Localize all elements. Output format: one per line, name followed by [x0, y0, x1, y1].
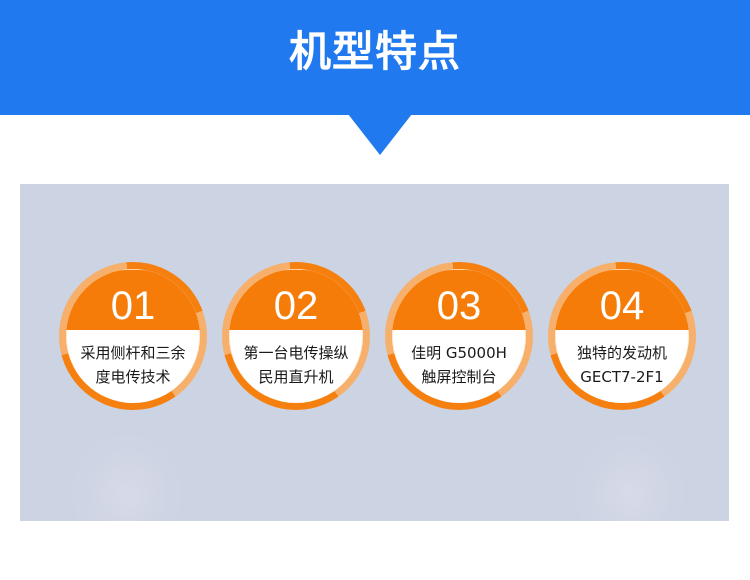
- feature-description-line: 采用侧杆和三余: [80, 344, 186, 362]
- feature-description-line: GECT7-2F1: [580, 368, 664, 386]
- badge-disc: 04 独特的发动机 GECT7-2F1: [555, 269, 689, 403]
- feature-description: 采用侧杆和三余 度电传技术: [66, 341, 200, 389]
- feature-number: 01: [110, 284, 156, 328]
- feature-description: 独特的发动机 GECT7-2F1: [555, 341, 689, 389]
- feature-description-line: 独特的发动机: [576, 344, 667, 362]
- feature-number: 04: [599, 284, 645, 328]
- header-pointer-arrow: [348, 114, 412, 155]
- feature-number: 03: [436, 284, 482, 328]
- feature-badge-4: 04 独特的发动机 GECT7-2F1: [548, 262, 696, 410]
- badge-disc: 03 佳明 G5000H 触屏控制台: [392, 269, 526, 403]
- feature-badge-3: 03 佳明 G5000H 触屏控制台: [385, 262, 533, 410]
- feature-description-line: 佳明 G5000H: [411, 344, 507, 362]
- panel-glow-decoration: [72, 434, 182, 521]
- badge-disc: 02 第一台电传操纵 民用直升机: [229, 269, 363, 403]
- feature-description-line: 第一台电传操纵: [243, 344, 349, 362]
- feature-number: 02: [273, 284, 319, 328]
- badge-disc: 01 采用侧杆和三余 度电传技术: [66, 269, 200, 403]
- feature-description: 第一台电传操纵 民用直升机: [229, 341, 363, 389]
- feature-description-line: 民用直升机: [258, 368, 334, 386]
- page-title: 机型特点: [288, 27, 461, 76]
- header-band: 机型特点: [0, 0, 750, 115]
- feature-description-line: 度电传技术: [95, 368, 171, 386]
- feature-badge-2: 02 第一台电传操纵 民用直升机: [222, 262, 370, 410]
- feature-badge-1: 01 采用侧杆和三余 度电传技术: [59, 262, 207, 410]
- feature-description-line: 触屏控制台: [421, 368, 497, 386]
- feature-description: 佳明 G5000H 触屏控制台: [392, 341, 526, 389]
- panel-glow-decoration: [575, 434, 685, 521]
